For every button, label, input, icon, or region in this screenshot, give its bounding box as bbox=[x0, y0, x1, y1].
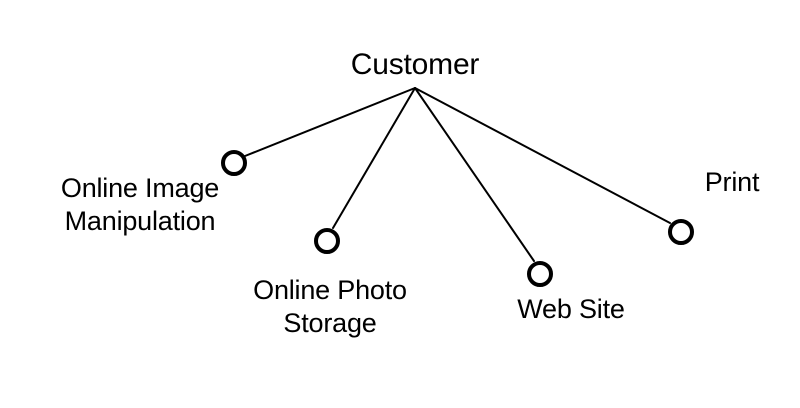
edge-print bbox=[414, 87, 671, 224]
edge-group bbox=[244, 87, 671, 262]
edge-online-image-manipulation bbox=[244, 87, 416, 157]
node-circle-print[interactable] bbox=[668, 219, 694, 245]
edge-online-photo-storage bbox=[332, 87, 416, 229]
node-circle-online-image-manipulation[interactable] bbox=[221, 150, 247, 176]
node-label-print[interactable]: Print bbox=[704, 167, 760, 197]
node-label-online-image-manipulation[interactable]: Online Image Manipulation bbox=[60, 173, 220, 236]
node-circle-online-photo-storage[interactable] bbox=[314, 228, 340, 254]
node-label-online-photo-storage[interactable]: Online Photo Storage bbox=[253, 275, 407, 338]
node-circle-web-site[interactable] bbox=[527, 261, 553, 287]
node-circle-group bbox=[221, 150, 694, 287]
hub-label-customer[interactable]: Customer bbox=[350, 48, 480, 81]
node-label-web-site[interactable]: Web Site bbox=[517, 294, 625, 324]
edge-web-site bbox=[414, 87, 535, 262]
